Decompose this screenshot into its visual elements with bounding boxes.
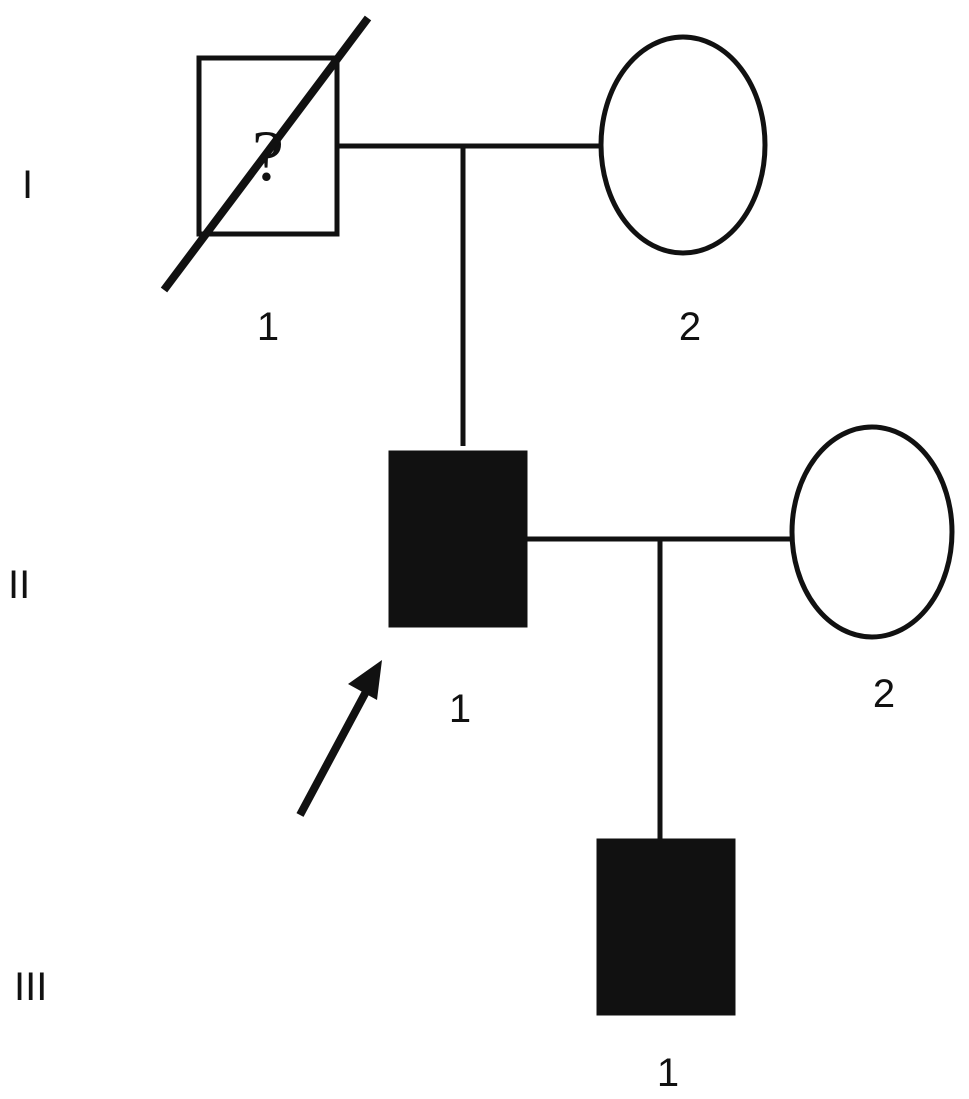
- individual-ii-1[interactable]: [388, 450, 528, 628]
- individual-label-i-1: 1: [257, 305, 279, 349]
- generation-label-ii: II: [8, 563, 30, 607]
- deceased-slash: [160, 15, 372, 293]
- individual-label-ii-2: 2: [873, 672, 895, 716]
- individual-i-2[interactable]: [598, 34, 768, 256]
- generation-label-iii: III: [14, 965, 47, 1009]
- individual-label-iii-1: 1: [657, 1051, 679, 1095]
- individual-label-ii-1: 1: [449, 687, 471, 731]
- proband-arrow-icon: [296, 660, 382, 817]
- generation-label-i: I: [22, 163, 33, 207]
- individual-i-1[interactable]: ?: [160, 15, 372, 293]
- individual-label-i-2: 2: [679, 305, 701, 349]
- individual-iii-1[interactable]: [596, 838, 736, 1016]
- individual-ii-2[interactable]: [789, 424, 955, 640]
